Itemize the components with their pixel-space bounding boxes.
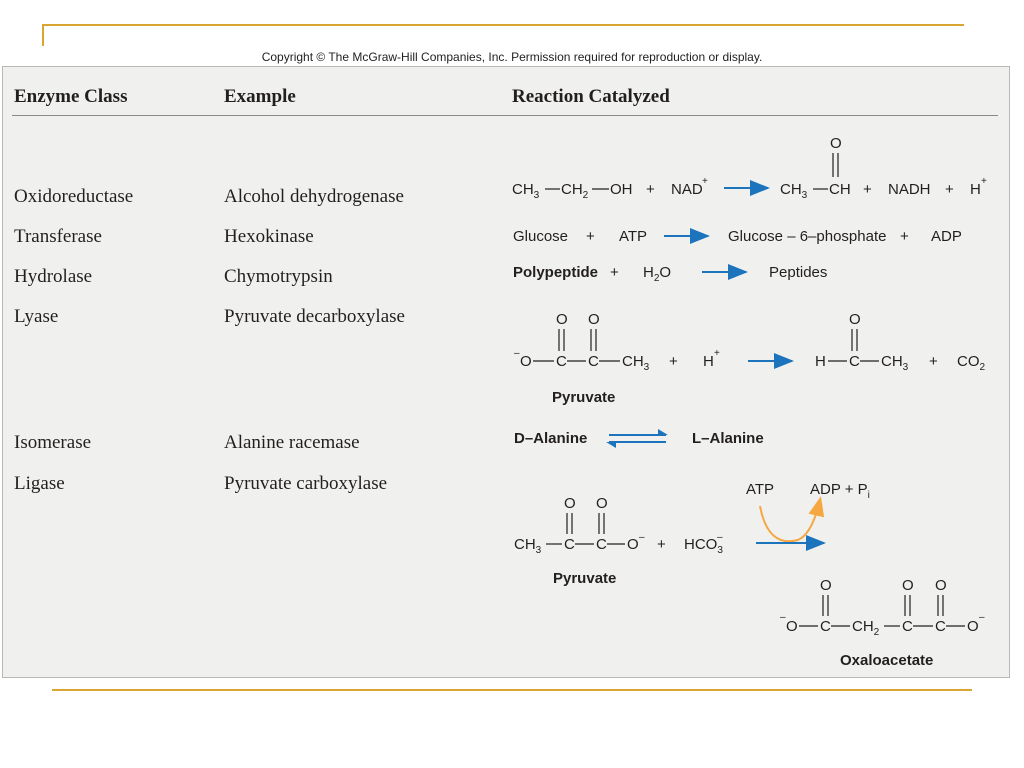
svg-text:+: + (945, 181, 954, 198)
svg-text:+: + (981, 176, 987, 187)
example-hexokinase: Hexokinase (224, 226, 314, 247)
reaction-oxidoreductase: CH3 CH2 OH + NAD + CH3 CH O + NADH + H + (512, 135, 987, 201)
svg-text:–: – (514, 348, 520, 359)
svg-text:O: O (520, 353, 532, 370)
svg-text:C: C (935, 618, 946, 635)
example-pyruvate-decarboxylase: Pyruvate decarboxylase (224, 306, 405, 327)
pyruvate-label-ligase: Pyruvate (553, 570, 616, 587)
example-chymotrypsin: Chymotrypsin (224, 266, 333, 287)
svg-text:CH3: CH3 (512, 181, 540, 201)
svg-text:NAD: NAD (671, 181, 703, 198)
svg-text:D–Alanine: D–Alanine (514, 430, 587, 447)
svg-text:Glucose – 6–phosphate: Glucose – 6–phosphate (728, 228, 886, 245)
svg-text:C: C (556, 353, 567, 370)
svg-text:O: O (564, 495, 576, 512)
svg-text:O: O (902, 577, 914, 594)
svg-text:+: + (929, 353, 938, 370)
svg-text:CH3: CH3 (622, 353, 650, 373)
svg-text:H2O: H2O (643, 264, 671, 284)
svg-text:+: + (900, 228, 909, 245)
svg-text:+: + (586, 228, 595, 245)
header-reaction-catalyzed: Reaction Catalyzed (512, 86, 670, 107)
svg-text:Peptides: Peptides (769, 264, 827, 281)
class-lyase: Lyase (14, 306, 59, 327)
svg-text:O: O (627, 536, 639, 553)
svg-text:O: O (935, 577, 947, 594)
svg-text:HCO3: HCO3 (684, 536, 723, 556)
svg-text:OH: OH (610, 181, 633, 198)
svg-text:–: – (639, 532, 645, 543)
svg-text:C: C (596, 536, 607, 553)
svg-text:+: + (646, 181, 655, 198)
svg-text:Polypeptide: Polypeptide (513, 264, 598, 281)
header-divider (12, 115, 998, 116)
svg-text:O: O (596, 495, 608, 512)
svg-text:+: + (714, 348, 720, 359)
pyruvate-label-lyase: Pyruvate (552, 389, 615, 406)
enzyme-table-panel (2, 66, 1010, 678)
svg-text:CH3: CH3 (881, 353, 909, 373)
svg-text:CH2: CH2 (852, 618, 880, 638)
svg-text:H: H (703, 353, 714, 370)
class-oxidoreductase: Oxidoreductase (14, 186, 134, 207)
svg-text:H: H (970, 181, 981, 198)
svg-text:CO2: CO2 (957, 353, 986, 373)
svg-text:L–Alanine: L–Alanine (692, 430, 764, 447)
svg-text:ATP: ATP (619, 228, 647, 245)
svg-text:O: O (556, 311, 568, 328)
class-hydrolase: Hydrolase (14, 266, 93, 287)
svg-text:C: C (564, 536, 575, 553)
svg-text:CH2: CH2 (561, 181, 589, 201)
svg-text:H: H (815, 353, 826, 370)
class-ligase: Ligase (14, 473, 65, 494)
reaction-isomerase: D–Alanine L–Alanine (514, 429, 764, 448)
svg-text:O: O (967, 618, 979, 635)
svg-text:+: + (610, 264, 619, 281)
svg-text:CH3: CH3 (514, 536, 542, 556)
oxaloacetate-label: Oxaloacetate (840, 652, 933, 669)
reaction-transferase: Glucose + ATP Glucose – 6–phosphate + AD… (513, 228, 962, 245)
top-rule-tick (42, 24, 44, 46)
header-example: Example (224, 86, 296, 107)
reaction-ligase: CH3 C C O – O O Pyruvate + HCO3 – ATP AD… (514, 481, 985, 669)
header-enzyme-class: Enzyme Class (14, 86, 128, 107)
svg-text:–: – (979, 612, 985, 623)
svg-text:C: C (849, 353, 860, 370)
svg-text:+: + (702, 176, 708, 187)
reaction-lyase: – O C C CH3 O O Pyruvate + H + H C CH3 O… (514, 311, 986, 406)
svg-text:C: C (820, 618, 831, 635)
svg-text:O: O (849, 311, 861, 328)
example-alanine-racemase: Alanine racemase (224, 432, 360, 453)
svg-text:C: C (902, 618, 913, 635)
svg-text:+: + (669, 353, 678, 370)
bottom-decorative-rule (52, 689, 972, 691)
class-transferase: Transferase (14, 226, 102, 247)
svg-text:O: O (786, 618, 798, 635)
svg-text:O: O (830, 135, 842, 152)
reaction-hydrolase: Polypeptide + H2O Peptides (513, 264, 827, 284)
class-isomerase: Isomerase (14, 432, 92, 453)
svg-text:ADP: ADP (931, 228, 962, 245)
svg-text:ATP: ATP (746, 481, 774, 498)
copyright-notice: Copyright © The McGraw-Hill Companies, I… (261, 50, 763, 64)
top-decorative-rule (42, 24, 964, 26)
svg-text:O: O (588, 311, 600, 328)
svg-text:ADP + Pi: ADP + Pi (810, 481, 870, 501)
svg-text:+: + (863, 181, 872, 198)
svg-text:CH3: CH3 (780, 181, 808, 201)
svg-text:O: O (820, 577, 832, 594)
svg-text:Glucose: Glucose (513, 228, 568, 245)
svg-text:CH: CH (829, 181, 851, 198)
example-alcohol-dehydrogenase: Alcohol dehydrogenase (224, 186, 404, 207)
svg-text:C: C (588, 353, 599, 370)
svg-text:NADH: NADH (888, 181, 931, 198)
svg-text:–: – (717, 532, 723, 543)
svg-text:+: + (657, 536, 666, 553)
svg-text:–: – (780, 612, 786, 623)
example-pyruvate-carboxylase: Pyruvate carboxylase (224, 473, 388, 494)
